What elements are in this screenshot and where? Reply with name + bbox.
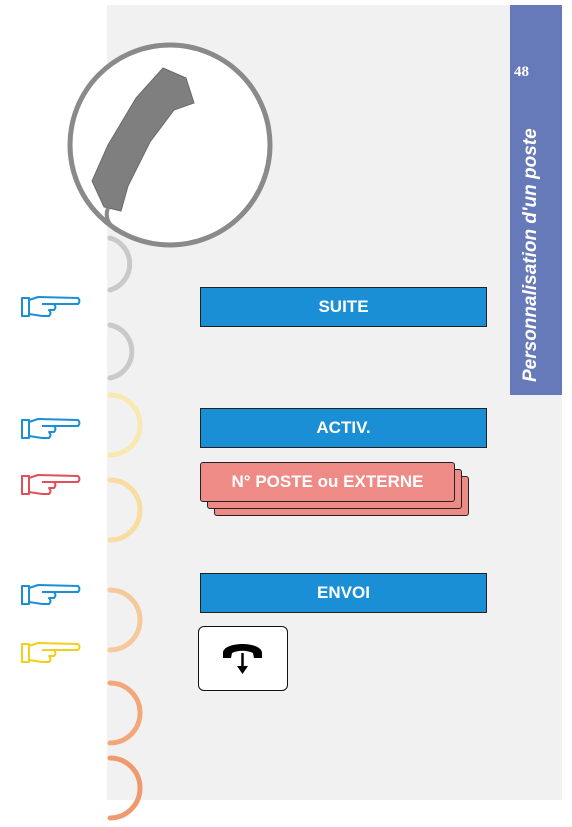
page-number: 48 xyxy=(514,64,529,80)
hangup-button[interactable] xyxy=(198,626,288,691)
section-tab xyxy=(510,5,562,395)
poste-externe-key[interactable]: N° POSTE ou EXTERNE xyxy=(200,462,455,502)
poste-externe-key-stack[interactable]: N° POSTE ou EXTERNE xyxy=(200,462,470,522)
binder-graphic xyxy=(67,42,273,821)
pointing-hand-icon xyxy=(21,418,81,439)
pointing-hand-icon xyxy=(21,474,81,495)
telephone-handset-icon xyxy=(67,42,273,248)
pointing-hand-icon xyxy=(21,296,81,317)
suite-key[interactable]: SUITE xyxy=(200,287,487,327)
activ-key[interactable]: ACTIV. xyxy=(200,408,487,448)
envoi-key[interactable]: ENVOI xyxy=(200,573,487,613)
pointing-hand-icon xyxy=(21,584,81,605)
pointing-hand-icon xyxy=(21,642,81,663)
hang-up-icon xyxy=(223,644,262,674)
section-title: Personnalisation d'un poste xyxy=(520,128,541,382)
